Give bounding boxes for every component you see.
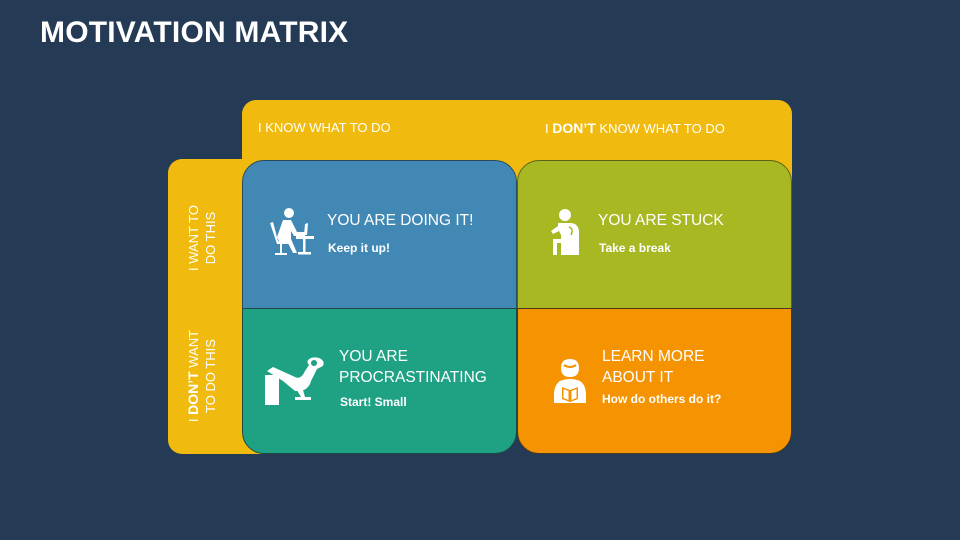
column-label-emphasis: DON’T (552, 120, 596, 136)
quadrant-title-line1: YOU ARE (339, 348, 408, 365)
person-sitting-thinking-icon (551, 209, 579, 255)
slide-title: MOTIVATION MATRIX (40, 16, 349, 49)
person-at-laptop-icon (270, 208, 314, 255)
row-label-prefix: I (186, 414, 201, 423)
quadrant-title: YOU ARE DOING IT! (327, 210, 473, 231)
quadrant-title-line1: YOU ARE STUCK (598, 212, 724, 229)
row-label-dont-want: I DON’T WANT TO DO THIS (185, 306, 225, 446)
quadrant-title: YOU ARE PROCRASTINATING (339, 346, 487, 388)
quadrant-title-line1: LEARN MORE (602, 348, 705, 365)
column-label-know: I KNOW WHAT TO DO (258, 120, 391, 135)
quadrant-subtitle: Keep it up! (328, 241, 390, 255)
quadrant-title-line1: YOU ARE DOING IT! (327, 212, 474, 229)
row-label-line2: TO DO THIS (203, 339, 218, 413)
quadrant-title: LEARN MORE ABOUT IT (602, 346, 705, 388)
row-label-line1: I DON’T WANT (185, 306, 202, 446)
quadrant-stuck: YOU ARE STUCK Take a break (517, 160, 792, 309)
quadrant-title-line2: ABOUT IT (602, 369, 674, 386)
quadrant-subtitle: Start! Small (340, 395, 407, 409)
row-label-suffix: WANT (186, 329, 201, 372)
person-reading-book-icon (554, 359, 586, 403)
quadrant-subtitle: How do others do it? (602, 392, 722, 406)
row-label-want: I WANT TO DO THIS (185, 168, 225, 308)
row-label-line2: DO THIS (203, 211, 218, 265)
column-label-prefix: I (545, 121, 553, 136)
column-label-dont-know: I DON’T KNOW WHAT TO DO (545, 120, 725, 136)
quadrant-procrastinating: YOU ARE PROCRASTINATING Start! Small (242, 308, 517, 454)
column-label-suffix: KNOW WHAT TO DO (595, 121, 725, 136)
row-label-emphasis: DON’T (185, 371, 201, 415)
quadrant-title: YOU ARE STUCK (598, 210, 724, 231)
quadrant-doing-it: YOU ARE DOING IT! Keep it up! (242, 160, 517, 309)
quadrant-learn-more: LEARN MORE ABOUT IT How do others do it? (517, 308, 792, 454)
quadrant-title-line2: PROCRASTINATING (339, 369, 487, 386)
row-label-line1: I WANT TO (186, 205, 201, 271)
person-reclining-feet-up-icon (265, 357, 324, 405)
quadrant-subtitle: Take a break (599, 241, 671, 255)
